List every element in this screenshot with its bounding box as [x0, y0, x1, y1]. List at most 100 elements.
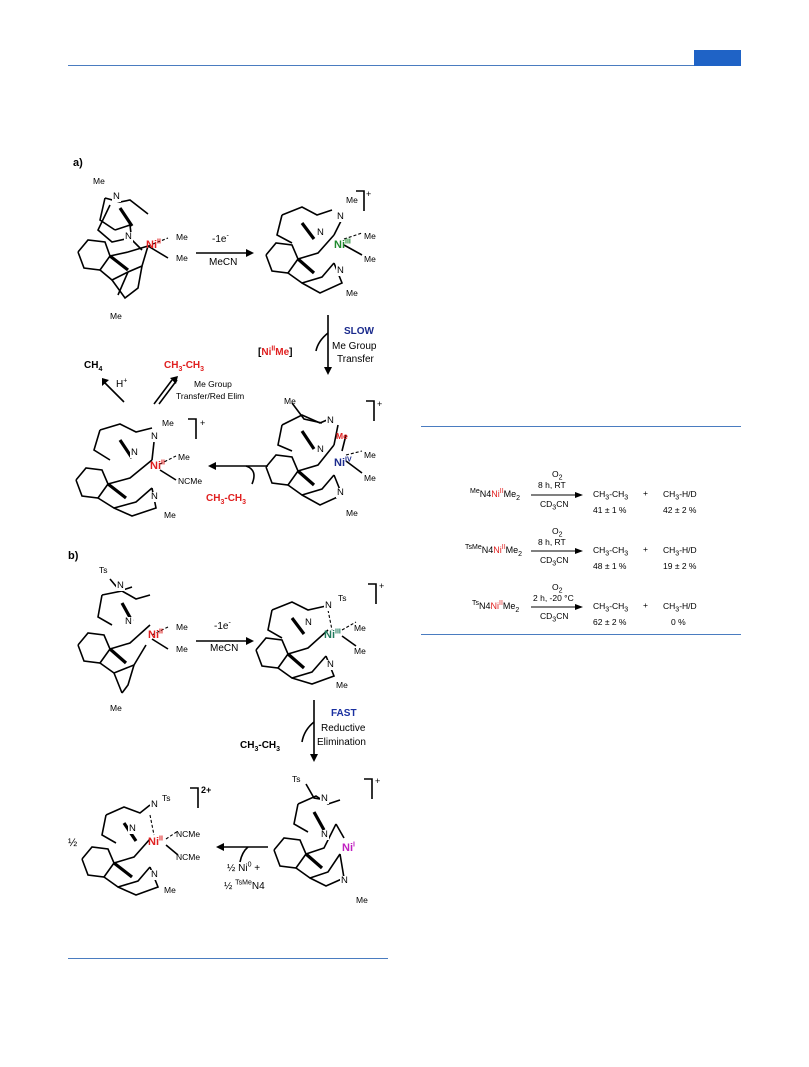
b2-n-bottom: N [326, 659, 335, 670]
me-transfer-line1: Me Group [194, 379, 232, 389]
row1-prod1: CH3-CH3 [593, 489, 629, 502]
a4-n-mid: N [130, 447, 139, 458]
row1-reagent: MeN4NiIIMe2 [470, 488, 521, 502]
b4-ts-top: Ts [162, 793, 171, 803]
row2-yield1: 48 ± 1 % [593, 561, 627, 571]
a4-ligand-ncme: NCMe [178, 476, 203, 486]
row3-yield1: 62 ± 2 % [593, 617, 627, 627]
a1-ligand-me2: Me [176, 253, 188, 263]
a2-metal: NiIII [334, 238, 351, 251]
row3-cond-bottom: CD3CN [540, 611, 569, 624]
a4-metal: NiII [150, 459, 165, 472]
a2-n-bottom: N [336, 265, 345, 276]
b3-n-top: N [320, 793, 329, 804]
b2-me-bottom: Me [336, 680, 348, 690]
a3-n-bottom: N [336, 487, 345, 498]
b2-metal: NiIII [324, 628, 341, 641]
molecule-a1-skeleton [77, 197, 169, 300]
row2-plus: + [643, 544, 648, 554]
b4-n-bottom: N [150, 869, 159, 880]
b4-n-top: N [150, 799, 159, 810]
row1-cond-mid: 8 h, RT [538, 480, 566, 490]
molecule-b1-skeleton [77, 578, 169, 694]
row2-cond-bottom: CD3CN [540, 555, 569, 568]
a1-n-top: N [112, 191, 121, 202]
panel-b-label: b) [68, 550, 79, 562]
fast-line1: Reductive [321, 723, 366, 734]
a1-n-mid: N [124, 231, 133, 242]
b1-ligand-me2: Me [176, 644, 188, 654]
fast-product: CH3-CH3 [240, 740, 281, 754]
ethane-product-a: CH3-CH3 [164, 360, 205, 374]
row2-yield2: 19 ± 2 % [663, 561, 697, 571]
table-top-rule [421, 426, 741, 427]
row2-prod2: CH3-H/D [663, 545, 697, 558]
b4-me-bottom: Me [164, 885, 176, 895]
row3-prod2: CH3-H/D [663, 601, 697, 614]
fast-line2: Elimination [317, 737, 366, 748]
a3-me-red: Me [336, 431, 348, 441]
arrow-b-oxidation-bottom: MeCN [210, 643, 239, 654]
a1-metal: NiII [146, 238, 161, 251]
h-plus: H+ [116, 377, 128, 390]
me-transfer-line2: Transfer/Red Elim [176, 391, 245, 401]
a2-me-bottom: Me [346, 288, 358, 298]
a3-ligand-me2: Me [364, 473, 376, 483]
arrow-a-oxidation-top: -1e- [212, 232, 229, 245]
row3-prod1: CH3-CH3 [593, 601, 629, 614]
b2-ligand-me1: Me [354, 623, 366, 633]
b1-me-bottom: Me [110, 703, 122, 713]
a1-me-top: Me [93, 176, 105, 186]
slow-line1: Me Group [332, 341, 377, 352]
a3-ligand-me1: Me [364, 450, 376, 460]
table-bottom-rule [421, 634, 741, 635]
b3-n-bottom: N [340, 875, 349, 886]
b3-n-mid: N [320, 829, 329, 840]
a4-charge: + [200, 418, 206, 428]
row1-yield2: 42 ± 2 % [663, 505, 697, 515]
b1-ts-top: Ts [99, 565, 108, 575]
molecule-a4-skeleton [75, 423, 177, 517]
b2-charge: + [379, 581, 385, 591]
row1-cond-bottom: CD3CN [540, 499, 569, 512]
row3-reagent: TsN4NiIIMe2 [472, 600, 520, 614]
a2-ligand-me2: Me [364, 254, 376, 264]
ch4-product: CH4 [84, 360, 103, 374]
a1-me-bottom: Me [110, 311, 122, 321]
row1-prod2: CH3-H/D [663, 489, 697, 502]
a3-charge: + [377, 399, 383, 409]
panel-a-label: a) [73, 157, 83, 169]
a2-n-mid: N [316, 227, 325, 238]
fast-label: FAST [331, 708, 357, 719]
b1-ligand-me1: Me [176, 622, 188, 632]
b2-n-mid: N [304, 617, 313, 628]
a3-n-mid: N [316, 444, 325, 455]
a4-n-top: N [150, 431, 159, 442]
a2-charge: + [366, 189, 372, 199]
b1-n-top: N [116, 580, 125, 591]
molecule-b2-skeleton [255, 601, 357, 685]
slow-byproduct: [NiIIMe] [258, 345, 293, 358]
header-box [694, 50, 741, 66]
a3-metal: NiIV [334, 456, 352, 469]
arrow-b-oxidation-top: -1e- [214, 619, 231, 632]
b4-charge: 2+ [201, 785, 212, 795]
disp-line2: ½ TsMeN4 [224, 879, 265, 892]
a2-ligand-me1: Me [364, 231, 376, 241]
row2-prod1: CH3-CH3 [593, 545, 629, 558]
b4-metal: NiII [148, 835, 163, 848]
b4-n-mid: N [128, 823, 137, 834]
molecule-b4-skeleton [81, 804, 179, 896]
molecule-a3-skeleton [265, 402, 363, 506]
b4-ligand1: NCMe [176, 829, 201, 839]
a1-ligand-me1: Me [176, 232, 188, 242]
a3-me-bottom: Me [346, 508, 358, 518]
row3-cond-mid: 2 h, -20 °C [533, 593, 574, 603]
row3-cond-top: O2 [552, 582, 563, 595]
b2-ligand-me2: Me [354, 646, 366, 656]
b3-me-bottom: Me [356, 895, 368, 905]
a-elim-product: CH3-CH3 [206, 493, 247, 507]
a4-me-top: Me [162, 418, 174, 428]
b1-n-mid: N [124, 616, 133, 627]
disp-line1: ½ Ni0 + [227, 861, 261, 874]
